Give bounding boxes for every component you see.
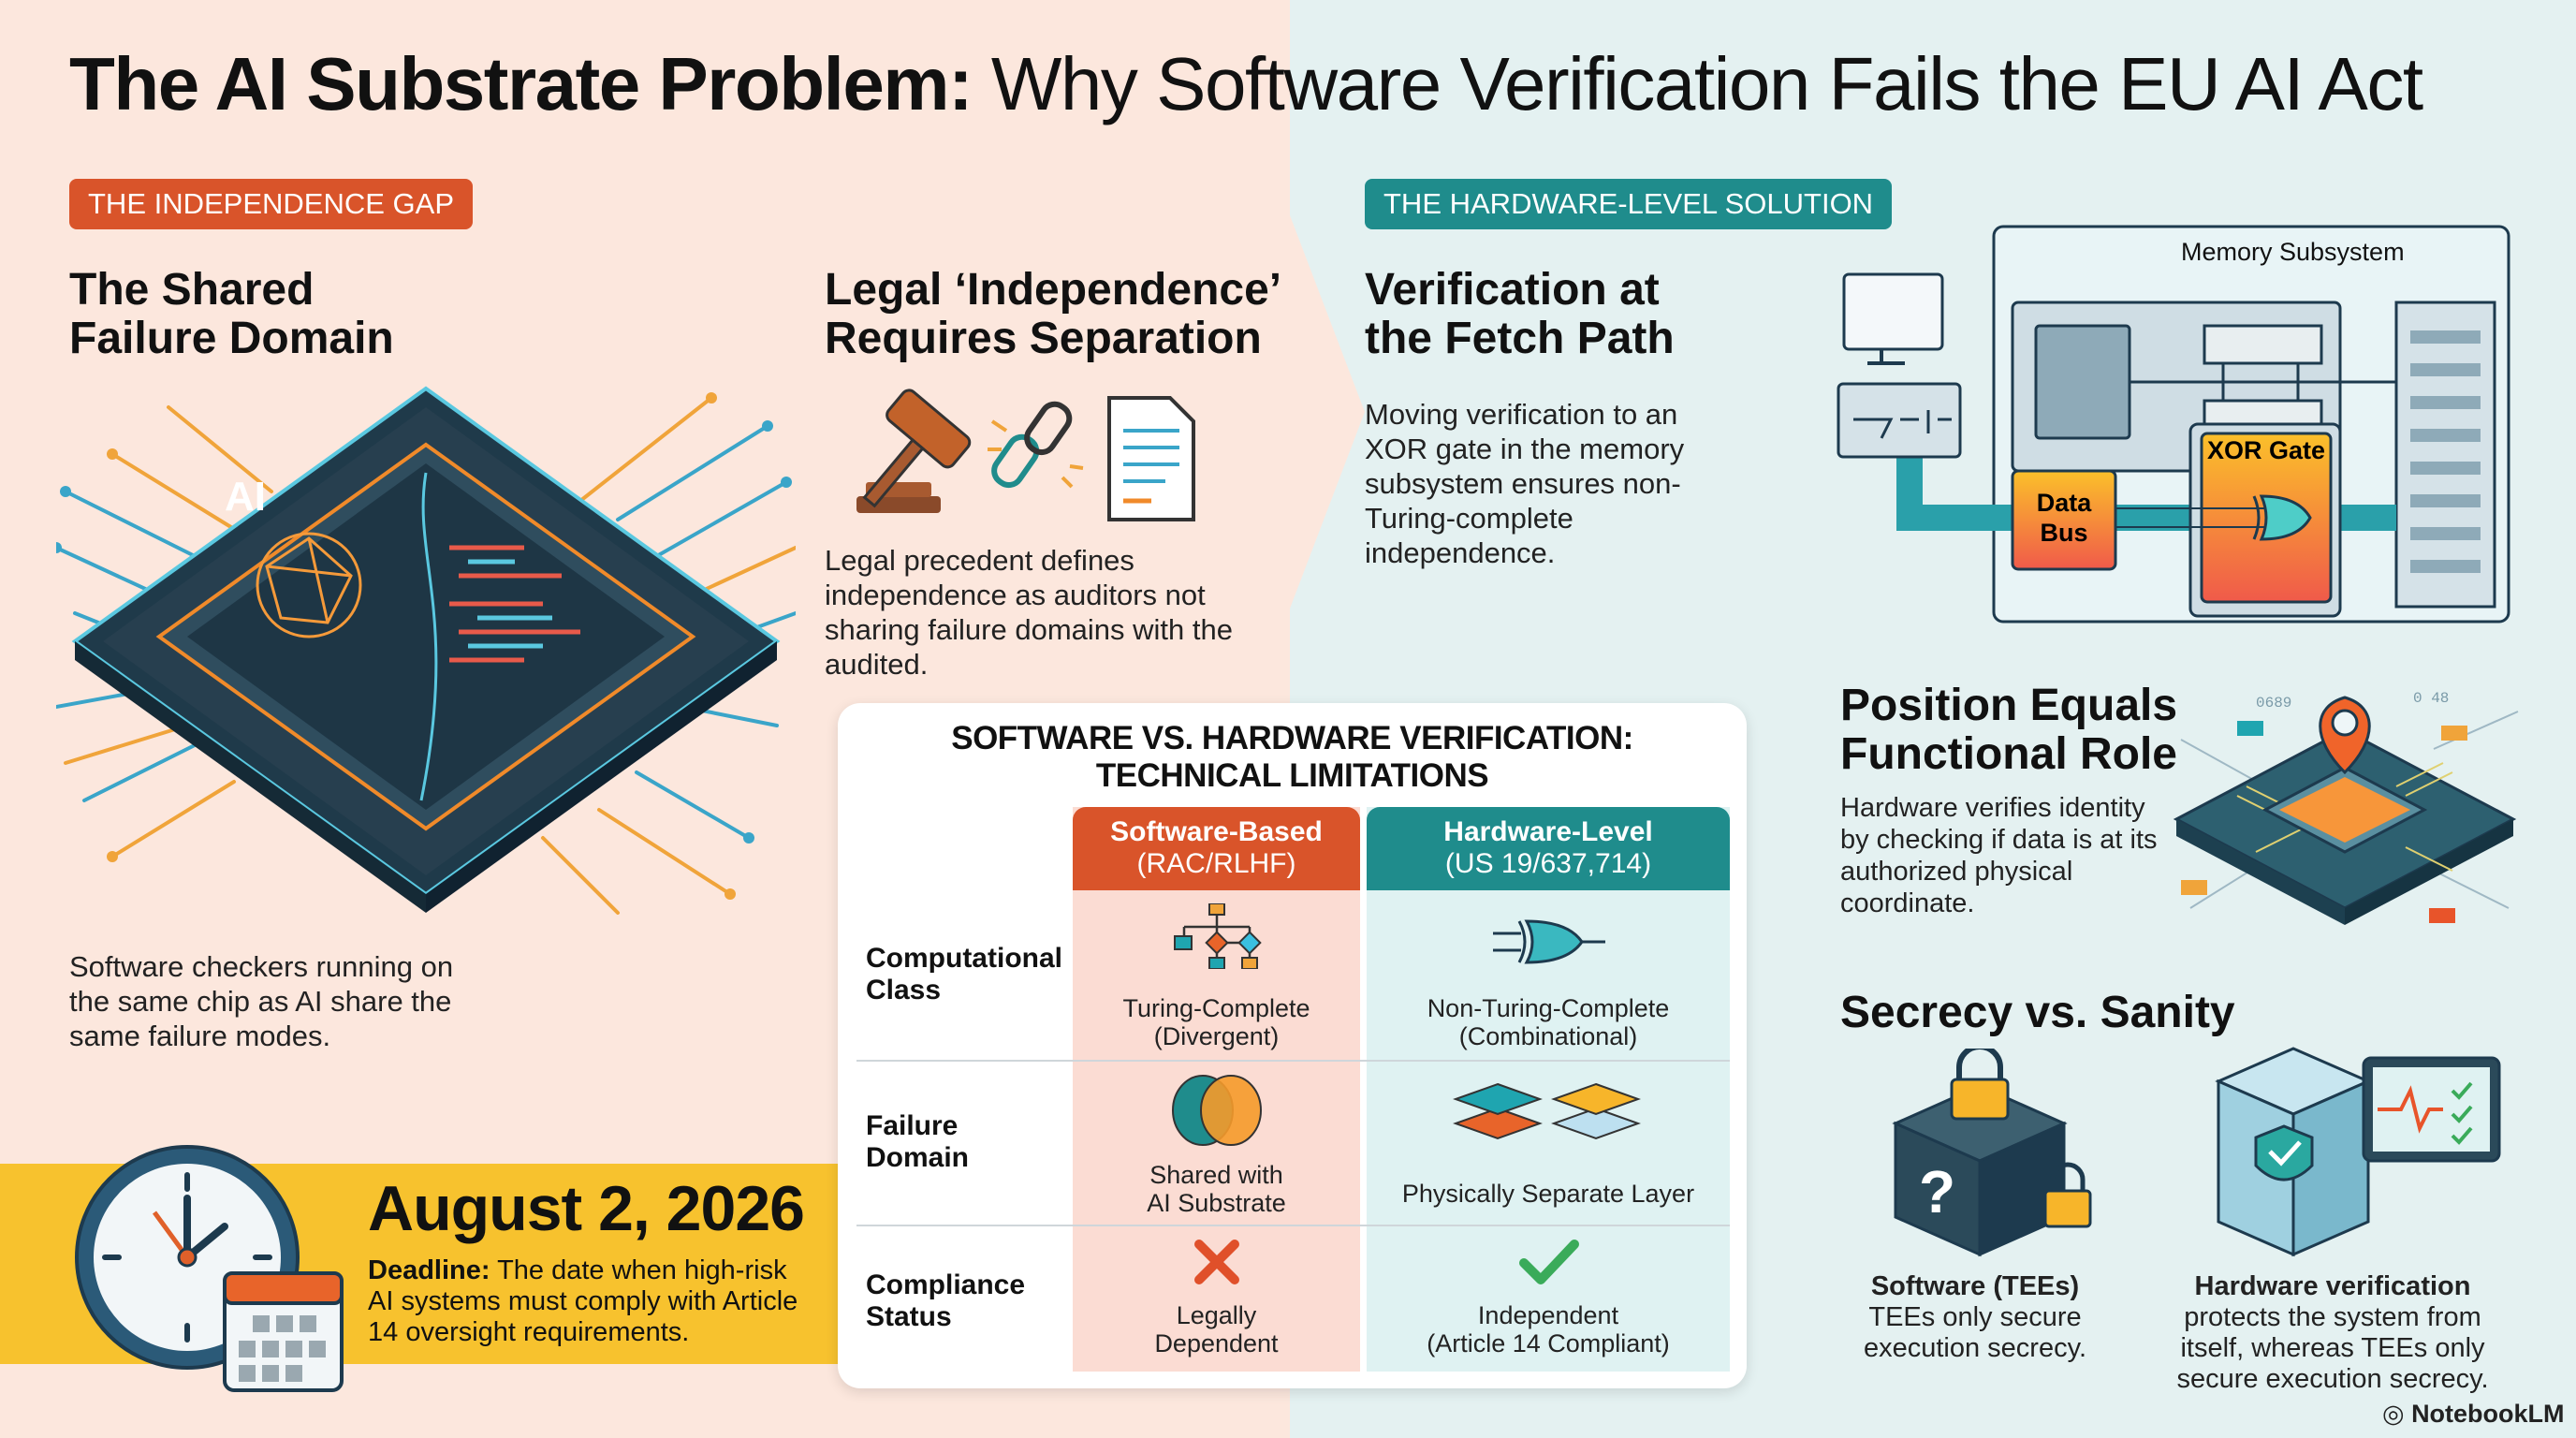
hardware-column-header: Hardware-Level(US 19/637,714) [1367,807,1730,890]
coordinate-b: 0 48 [2413,690,2449,707]
protected-hardware-icon [2215,1047,2501,1257]
secrecy-heading: Secrecy vs. Sanity [1840,988,2235,1037]
hardware-solution-badge: THE HARDWARE-LEVEL SOLUTION [1365,179,1893,229]
svg-text:?: ? [1919,1158,1955,1225]
section-divider-chevron [1290,215,1365,609]
x-mark-icon [1194,1240,1239,1284]
table-title: SOFTWARE VS. HARDWARE VERIFICATION:TECHN… [951,720,1633,794]
fetch-path-text: Moving verification to an XOR gate in th… [1365,398,1685,569]
notebooklm-logo-icon: ◎ [2382,1400,2412,1428]
xor-gate-label: XOR Gate [2207,436,2325,464]
overlapping-circles-icon [1172,1075,1262,1146]
xor-gate-icon [1493,919,1605,964]
title-rest: Why Software Verification Fails the EU A… [972,42,2423,125]
broken-chain-icon [988,401,1084,489]
software-column-header: Software-Based(RAC/RLHF) [1073,807,1360,890]
hardware-failure-domain: Physically Separate Layer [1401,1180,1695,1208]
clock-calendar-icon [75,1145,344,1392]
data-bus-label-2: Bus [2040,519,2087,547]
check-mark-icon [1519,1240,1579,1284]
memory-subsystem-label: Memory Subsystem [2181,238,2405,266]
deadline-date: August 2, 2026 [368,1173,805,1244]
legal-independence-heading: Legal ‘Independence’Requires Separation [825,265,1282,363]
deadline-text: Deadline: The date when high-risk AI sys… [368,1255,798,1347]
data-bus-label: Data [2037,489,2093,517]
hardware-computational-class: Non-Turing-Complete(Combinational) [1427,994,1670,1050]
flowchart-icon [1174,903,1262,969]
legal-icons [856,389,1195,521]
row-divider [856,1060,1730,1062]
document-icon [1107,396,1195,521]
chip-location-icon: 0689 0 48 [2173,690,2519,925]
gavel-icon [856,389,972,513]
software-computational-class: Turing-Complete(Divergent) [1122,994,1310,1050]
coordinate-a: 0689 [2256,695,2291,712]
position-text: Hardware verifies identity by checking i… [1840,793,2158,918]
legal-text: Legal precedent defines independence as … [825,544,1233,681]
ai-chip-icon: AI [56,386,796,915]
shared-failure-caption: Software checkers running on the same ch… [69,950,454,1052]
memory-subsystem-diagram: Memory Subsystem Data Bus XOR Gate [1837,225,2510,624]
chip-label: AI [225,474,266,520]
notebooklm-brand: ◎ NotebookLM [2382,1400,2565,1428]
locked-box-icon: ? [1892,1049,2092,1257]
row-divider [856,1225,1730,1226]
page-title: The AI Substrate Problem: Why Software V… [69,41,2423,127]
title-bold: The AI Substrate Problem: [69,42,973,125]
separate-layers-icon [1453,1082,1641,1140]
software-tees-caption: Software (TEEs)TEEs only secure executio… [1863,1271,2087,1363]
hardware-compliance-status: Independent(Article 14 Compliant) [1427,1301,1670,1357]
independence-gap-badge: THE INDEPENDENCE GAP [69,179,474,229]
comparison-table: SOFTWARE VS. HARDWARE VERIFICATION:TECHN… [838,703,1747,1388]
calendar-icon [223,1271,344,1392]
